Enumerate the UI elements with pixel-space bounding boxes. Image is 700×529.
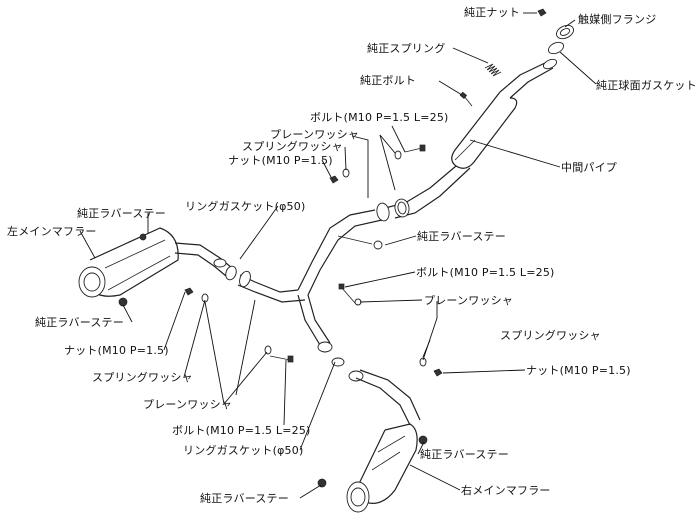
label-plain-washer-right: プレーンワッシャ [424, 294, 514, 307]
label-spring-washer-left: スプリングワッシャ [92, 371, 193, 384]
label-ring-gasket-bottom: リングガスケット(φ50) [183, 444, 304, 457]
label-oem-spring: 純正スプリング [367, 42, 446, 55]
label-spring-washer-right: スプリングワッシャ [500, 329, 601, 342]
label-left-main-muffler: 左メインマフラー [7, 225, 97, 238]
label-plain-washer-left: プレーンワッシャ [143, 398, 233, 411]
y-pipe-part [237, 209, 383, 353]
label-plain-washer-top: プレーンワッシャ [270, 128, 360, 141]
label-right-main-muffler: 右メインマフラー [461, 484, 551, 497]
label-bolt-top: ボルト(M10 P=1.5 L=25) [310, 111, 449, 124]
label-mid-pipe: 中間パイプ [561, 161, 617, 174]
cat-flange-part [556, 24, 574, 40]
label-nut-left: ナット(M10 P=1.5) [64, 344, 169, 357]
right-muffler-part [317, 423, 418, 513]
center-flange-gaskets [376, 198, 410, 222]
oem-bolt-part [459, 91, 473, 107]
oem-spring-part [484, 63, 502, 77]
label-spring-washer-top: スプリングワッシャ [242, 140, 343, 153]
spherical-gasket-part [547, 41, 565, 55]
label-cat-flange: 触媒側フランジ [578, 13, 657, 26]
right-bolt-set [338, 283, 443, 377]
label-oem-nut: 純正ナット [464, 6, 520, 19]
leader-lines [79, 12, 597, 499]
label-ring-gasket-top: リングガスケット(φ50) [185, 200, 306, 213]
top-bolt-set [329, 144, 426, 184]
oem-nut-part [537, 8, 547, 17]
label-oem-rubber-stay-bottom: 純正ラバーステー [200, 492, 289, 505]
label-oem-bolt: 純正ボルト [360, 74, 416, 87]
left-bolt-set [184, 287, 294, 363]
right-pipe-part [331, 357, 428, 445]
label-oem-rubber-stay-right: 純正ラバーステー [420, 448, 509, 461]
label-oem-rubber-stay-left-bottom: 純正ラバーステー [35, 316, 124, 329]
label-bolt-bottom: ボルト(M10 P=1.5 L=25) [172, 424, 311, 437]
label-oem-rubber-stay-top-left: 純正ラバーステー [77, 207, 166, 220]
label-nut-right: ナット(M10 P=1.5) [526, 364, 631, 377]
label-nut-top: ナット(M10 P=1.5) [228, 154, 333, 167]
label-bolt-right: ボルト(M10 P=1.5 L=25) [416, 266, 555, 279]
left-muffler-part [78, 227, 237, 307]
label-oem-rubber-stay-center: 純正ラバーステー [417, 230, 506, 243]
label-oem-spherical-gasket: 純正球面ガスケット [596, 79, 697, 92]
